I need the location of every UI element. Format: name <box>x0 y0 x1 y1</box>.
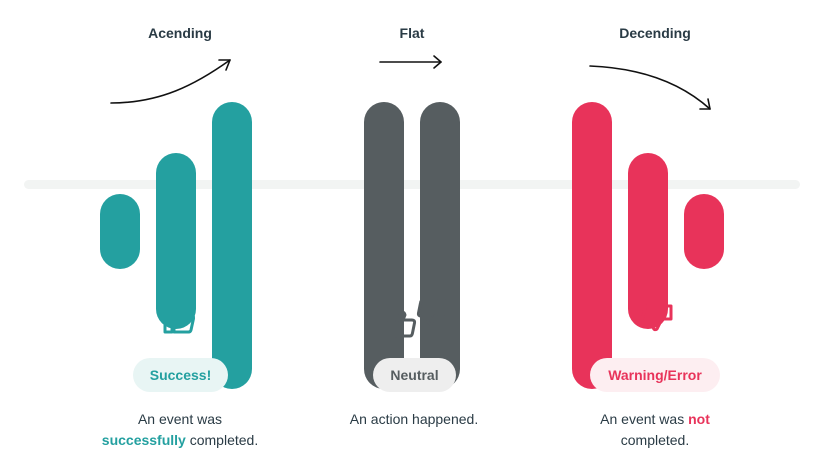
description-ascending: An event was successfully completed. <box>50 409 310 451</box>
thumbs-up-icon <box>163 304 196 334</box>
description-text: An event was <box>600 411 685 427</box>
description-text: An event was <box>137 411 223 427</box>
description-text: An action happened. <box>349 411 479 427</box>
title-ascending: Acending <box>148 25 212 41</box>
description-descending: An event was not completed. <box>525 409 785 451</box>
description-text: completed. <box>620 432 690 448</box>
thumbs-down-icon <box>640 304 673 332</box>
bar-ascending-1 <box>100 194 140 269</box>
title-flat: Flat <box>399 25 425 41</box>
success-badge: Success! <box>133 358 228 392</box>
bar-ascending-3 <box>212 102 252 389</box>
thumbs-up-down-icon <box>387 298 446 338</box>
bar-ascending-2 <box>156 153 196 329</box>
bar-flat-1 <box>364 102 404 389</box>
bar-descending-2 <box>628 153 668 329</box>
baseline <box>24 180 800 189</box>
description-highlight: not <box>688 411 710 427</box>
bar-descending-1 <box>572 102 612 389</box>
title-descending: Decending <box>619 25 691 41</box>
description-highlight: successfully <box>101 432 186 448</box>
bar-flat-2 <box>420 102 460 389</box>
neutral-badge: Neutral <box>373 358 456 392</box>
bar-descending-3 <box>684 194 724 269</box>
warning-error-badge: Warning/Error <box>590 358 720 392</box>
description-text: completed. <box>189 432 259 448</box>
description-flat: An action happened. <box>284 409 544 430</box>
